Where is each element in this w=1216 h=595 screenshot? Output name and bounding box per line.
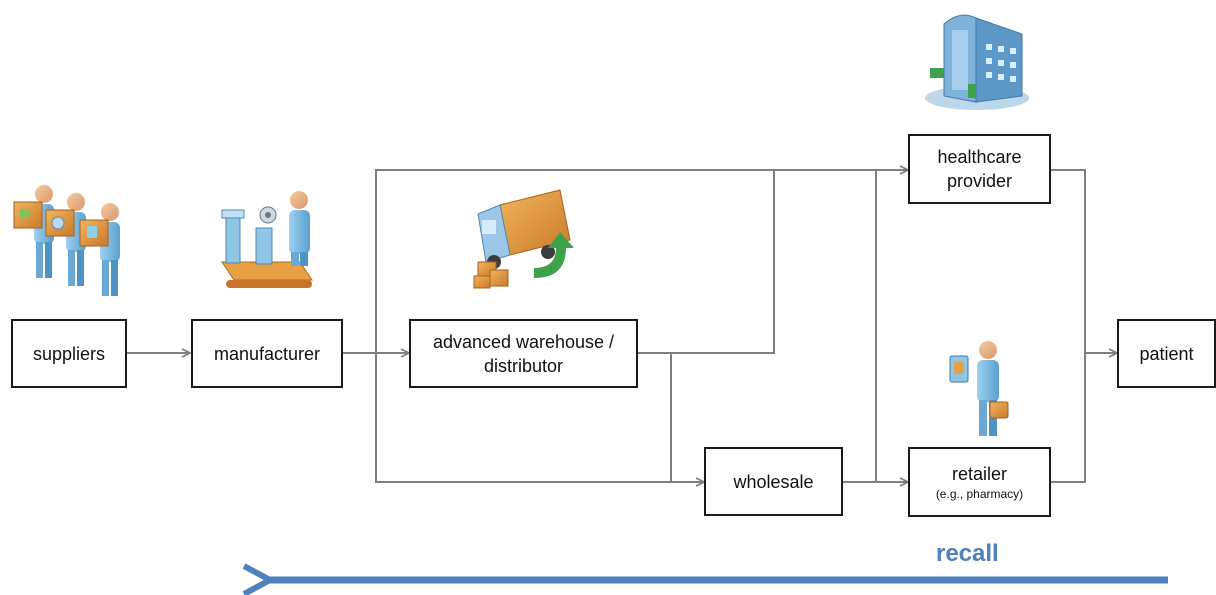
retailer-node: retailer (e.g., pharmacy)	[908, 447, 1051, 517]
retailer-label: retailer	[951, 464, 1008, 484]
warehouse-distributor-node: advanced warehouse / distributor	[409, 319, 638, 388]
hospital-building-icon	[925, 14, 1029, 110]
healthcare-label-line2: provider	[946, 171, 1013, 191]
manufacturer-conveyor-icon	[221, 191, 313, 288]
recall-label: recall	[936, 540, 999, 567]
warehouse-label-line2: distributor	[483, 355, 564, 376]
suppliers-label: suppliers	[32, 343, 106, 364]
edge-healthcare-patient	[1050, 169, 1086, 483]
healthcare-label-line1: healthcare	[937, 147, 1022, 167]
healthcare-provider-node: healthcare provider	[908, 134, 1051, 204]
patient-node: patient	[1117, 319, 1216, 388]
warehouse-label-line1: advanced warehouse /	[432, 331, 615, 352]
retailer-note: (e.g., pharmacy)	[935, 487, 1024, 501]
edge-warehouse-healthcare	[637, 170, 908, 354]
delivery-truck-icon	[473, 189, 574, 289]
manufacturer-label: manufacturer	[213, 343, 321, 364]
retailer-person-icon	[949, 341, 1009, 436]
patient-label: patient	[1139, 343, 1194, 364]
suppliers-people-icon	[13, 185, 120, 296]
wholesale-label: wholesale	[733, 471, 814, 492]
suppliers-node: suppliers	[11, 319, 127, 388]
connectors	[126, 170, 1117, 482]
manufacturer-node: manufacturer	[191, 319, 343, 388]
wholesale-node: wholesale	[704, 447, 843, 516]
edge-manufacturer-bypass-bottom	[375, 353, 704, 482]
edge-manufacturer-bypass-top	[375, 169, 774, 353]
